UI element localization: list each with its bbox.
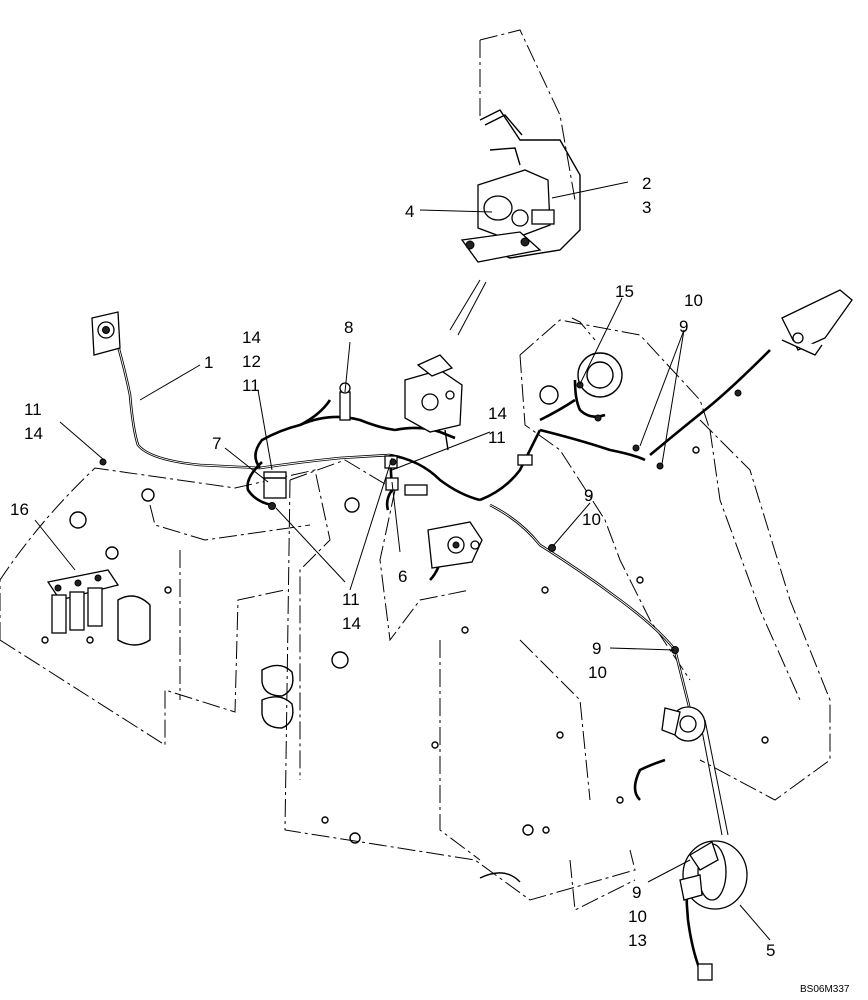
callout-15: 15 — [615, 282, 634, 301]
callout-3: 3 — [642, 198, 651, 217]
callout-5: 5 — [766, 941, 775, 960]
switch-6 — [427, 521, 483, 569]
connector-plug-1 — [91, 311, 121, 356]
callout-11-center: 11 — [488, 428, 506, 447]
callout-13: 13 — [628, 931, 647, 950]
relay-7 — [263, 471, 287, 499]
callout-14-left: 14 — [24, 424, 43, 443]
clips-right — [99, 381, 742, 654]
callout-6: 6 — [398, 567, 407, 586]
view-lines — [449, 279, 729, 836]
callout-2: 2 — [642, 174, 651, 193]
drawing-id: BS06M337 — [800, 984, 850, 995]
callout-11-top: 11 — [242, 376, 260, 395]
upper-mount-tower — [469, 29, 581, 259]
callout-9-lower: 9 — [592, 639, 601, 658]
pedal-sensor-right — [781, 289, 853, 356]
callout-14-center: 14 — [488, 404, 507, 423]
callout-11-left: 11 — [24, 400, 42, 419]
callout-4: 4 — [405, 202, 414, 221]
callout-10-horn: 10 — [628, 907, 647, 926]
callout-8: 8 — [344, 318, 353, 337]
main-harness — [113, 334, 771, 971]
leader-lines — [34, 181, 771, 941]
callout-10-lower: 10 — [588, 663, 607, 682]
callout-9-upper-right: 9 — [679, 317, 688, 336]
callout-9-horn: 9 — [632, 883, 641, 902]
valve-block-16 — [46, 569, 120, 634]
valve-assembly-4 — [460, 169, 555, 263]
center-frame-plate — [261, 459, 636, 911]
callout-10-upper-right: 10 — [684, 291, 703, 310]
horn-upper — [661, 706, 706, 742]
callout-11-bottom: 11 — [342, 590, 360, 609]
callout-14-top: 14 — [242, 328, 261, 347]
callout-labels: 1 2 3 4 5 6 7 8 9 10 15 9 10 9 10 9 10 1… — [10, 174, 850, 995]
hydraulic-valve-center — [404, 354, 463, 451]
callout-7: 7 — [212, 434, 221, 453]
callout-14-bottom: 14 — [342, 614, 361, 633]
callout-10-mid: 10 — [582, 510, 601, 529]
left-frame-plate — [0, 467, 331, 780]
callout-16: 16 — [10, 500, 29, 519]
horn-5 — [679, 840, 748, 981]
callout-1: 1 — [204, 353, 213, 372]
connector-cluster-center — [384, 454, 533, 496]
callout-9-mid: 9 — [584, 486, 593, 505]
callout-12: 12 — [242, 352, 261, 371]
